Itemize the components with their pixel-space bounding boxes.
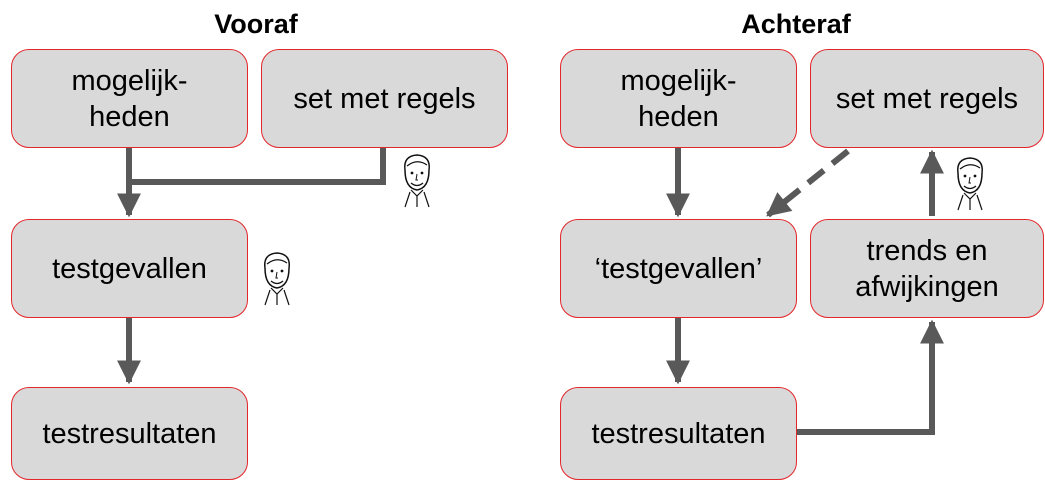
left-title: Vooraf bbox=[214, 9, 298, 39]
right-box-rules: set met regels bbox=[810, 49, 1044, 148]
arrow-right-results-to-trends bbox=[795, 319, 944, 435]
left-box-rules: set met regels bbox=[261, 49, 508, 148]
person-face-icon bbox=[404, 154, 430, 208]
right-box-possibilities: mogelijk-heden bbox=[560, 49, 797, 148]
connector-left-rules-merge bbox=[129, 148, 386, 185]
arrow-right-rules-dashed bbox=[766, 148, 850, 218]
right-title: Achteraf bbox=[741, 9, 851, 39]
right-box-results: testresultaten bbox=[560, 387, 797, 480]
left-box-possibilities: mogelijk-heden bbox=[11, 49, 248, 148]
person-face-icon bbox=[264, 252, 290, 306]
person-face-icon bbox=[957, 157, 983, 211]
left-box-results: testresultaten bbox=[11, 387, 248, 480]
right-box-testcases: ‘testgevallen’ bbox=[560, 219, 797, 318]
left-box-testcases: testgevallen bbox=[11, 219, 248, 318]
